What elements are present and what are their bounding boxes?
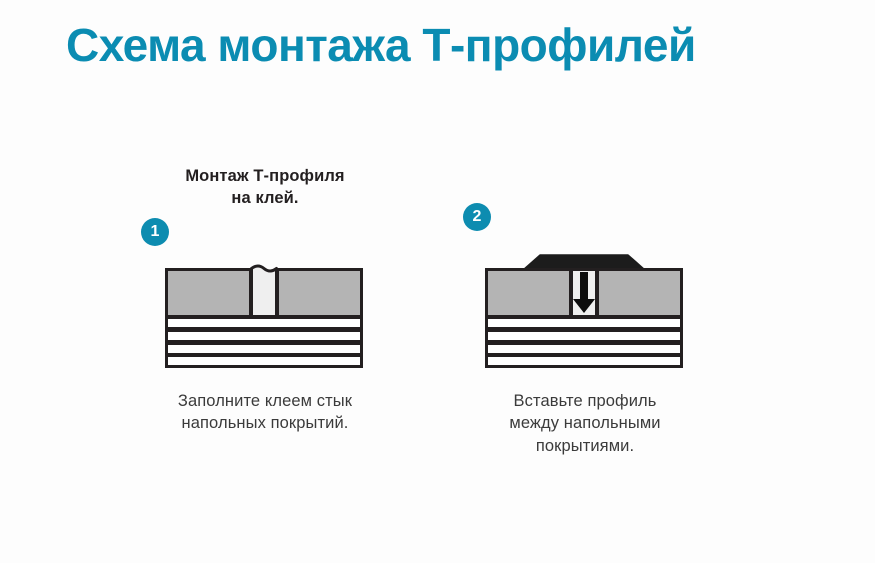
step-2-caption-line-3: покрытиями. [535,436,635,455]
step-panel-2: 2 Вставьте профиль меж [420,150,750,480]
substrate-layer-2 [485,329,683,343]
page-title: Схема монтажа Т-профилей [66,19,696,71]
step-1-heading-line-1: Монтаж Т-профиля [185,167,345,185]
substrate-layer-3 [165,342,363,356]
glue-filled-gap [250,264,278,318]
substrate-layer-2 [165,329,363,343]
diagram-t-profile-insertion [485,252,683,368]
step-1-caption: Заполните клеем стык напольных покрытий. [100,390,430,435]
substrate-layer-4 [165,354,363,368]
step-2-caption-line-2: между напольными [509,414,661,433]
step-1-heading-line-2: на клей. [231,188,299,207]
step-1-caption-line-2: напольных покрытий. [181,414,349,433]
step-1-caption-line-1: Заполните клеем стык [177,392,353,410]
t-profile-cap [522,254,646,271]
substrate-layer-3 [485,342,683,356]
down-arrow-icon [573,272,595,313]
floor-slab-left [165,268,252,318]
substrate-layer-1 [165,316,363,330]
floor-slab-left [485,268,572,318]
step-badge-1: 1 [141,218,169,246]
step-2-caption: Вставьте профиль между напольными покрыт… [420,390,750,457]
step-panel-1: Монтаж Т-профиля на клей. 1 Заполните кл… [100,150,430,480]
substrate-layer-1 [485,316,683,330]
step-badge-2: 2 [463,203,491,231]
step-1-heading: Монтаж Т-профиля на клей. [100,166,430,210]
floor-slab-right [596,268,683,318]
diagram-floor-joint-with-glue [165,252,363,368]
substrate-layer-4 [485,354,683,368]
step-2-caption-line-1: Вставьте профиль [513,392,657,410]
floor-slab-right [276,268,363,318]
